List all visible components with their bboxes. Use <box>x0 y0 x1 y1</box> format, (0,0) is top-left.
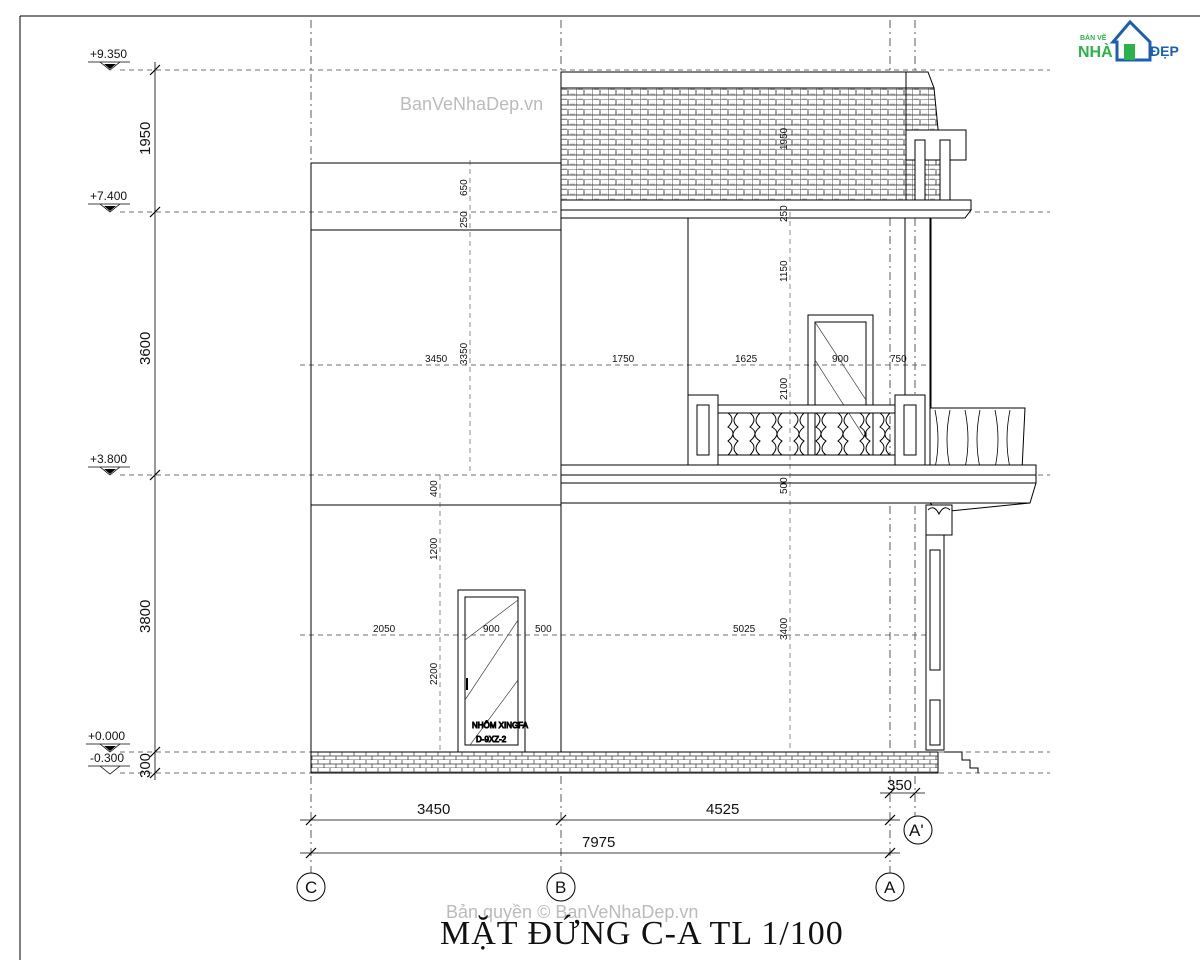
vertical-dimension-chain: 1950 3600 3800 300 <box>137 62 161 780</box>
svg-text:BẢN VẼ: BẢN VẼ <box>1080 33 1107 42</box>
dim-7975-total: 7975 <box>582 834 615 851</box>
dim-3450: 3450 <box>417 801 450 818</box>
vdim-1200: 1200 <box>429 537 440 560</box>
dim-1625: 1625 <box>735 354 758 365</box>
vdim-3350: 3350 <box>459 342 470 365</box>
level-marker-7400: +7.400 <box>88 189 130 213</box>
svg-text:ĐẸP: ĐẸP <box>1150 43 1179 59</box>
vdim-2100: 2100 <box>779 377 790 400</box>
svg-text:+9.350: +9.350 <box>90 47 127 61</box>
axis-bubble-a: A <box>875 872 905 902</box>
svg-text:NHÀ: NHÀ <box>1078 42 1113 61</box>
door-label-line2: D-9XZ-2 <box>476 735 507 744</box>
door-label-line1: NHÔM XINGFA <box>472 721 529 730</box>
level-markers: +9.350 +7.400 +3.800 +0.000 -0.300 <box>86 47 130 775</box>
drawing-title: MẶT ĐỨNG C-A TL 1/100 <box>440 914 844 952</box>
vdim-500-inner: 500 <box>779 477 790 494</box>
svg-text:C: C <box>305 878 317 897</box>
level-marker-0000: +0.000 <box>86 729 130 753</box>
dim-5025: 5025 <box>733 624 756 635</box>
vdim-3600: 3600 <box>137 332 154 365</box>
axis-bubbles: C B A A' <box>296 815 933 902</box>
vdim-2200: 2200 <box>429 662 440 685</box>
vdim-1150: 1150 <box>779 260 790 282</box>
dim-900-upper: 900 <box>832 354 849 365</box>
level-marker-3800: +3.800 <box>88 452 130 476</box>
axis-bubble-b: B <box>546 872 576 902</box>
dim-900-lower: 900 <box>483 624 500 635</box>
axis-bubble-a-prime: A' <box>903 815 933 845</box>
axis-bubble-c: C <box>296 872 326 902</box>
svg-text:+0.000: +0.000 <box>88 729 125 743</box>
baluster-row <box>726 412 892 456</box>
house-icon <box>1109 19 1152 62</box>
dim-3450-upper: 3450 <box>425 354 448 365</box>
vdim-1950: 1950 <box>137 122 154 155</box>
vdim-3800: 3800 <box>137 600 154 633</box>
watermark-bottom: Bản quyền © BanVeNhaDep.vn <box>446 902 698 922</box>
svg-text:A: A <box>884 878 896 897</box>
ground-floor-door: NHÔM XINGFA D-9XZ-2 <box>457 589 529 753</box>
svg-text:A': A' <box>909 821 924 840</box>
vdim-400: 400 <box>429 480 440 497</box>
inner-dimensions: 3450 1750 1625 900 750 2050 900 500 5025… <box>373 127 907 752</box>
dim-4525: 4525 <box>706 801 739 818</box>
vdim-300: 300 <box>137 753 154 778</box>
watermark-top: BanVeNhaDep.vn <box>400 94 543 114</box>
dim-500: 500 <box>535 624 552 635</box>
roof <box>560 71 972 219</box>
dim-750: 750 <box>890 354 907 365</box>
level-marker-minus0300: -0.300 <box>88 751 130 775</box>
door-icon <box>1124 44 1135 60</box>
balcony <box>687 394 1026 471</box>
vdim-3400: 3400 <box>779 617 790 640</box>
svg-text:+7.400: +7.400 <box>90 189 127 203</box>
vdim-1950-inner: 1950 <box>779 127 790 150</box>
svg-text:-0.300: -0.300 <box>90 751 124 765</box>
vdim-250-inner: 250 <box>779 205 790 222</box>
level-marker-9350: +9.350 <box>88 47 130 71</box>
upper-floor-wall <box>560 217 932 469</box>
dim-1750: 1750 <box>612 354 635 365</box>
vdim-650: 650 <box>459 179 470 196</box>
floor-cornice <box>560 464 1037 513</box>
bottom-dimensions: 3450 4525 350 7975 <box>300 777 925 859</box>
svg-text:B: B <box>555 878 566 897</box>
corner-column <box>925 504 979 773</box>
vdim-250: 250 <box>459 211 470 228</box>
sheet-frame <box>19 15 1200 960</box>
dim-350: 350 <box>887 777 912 794</box>
brick-plinth <box>310 751 939 774</box>
dim-2050: 2050 <box>373 624 396 635</box>
brand-logo: BẢN VẼ NHÀ ĐẸP <box>1078 19 1179 62</box>
svg-text:+3.800: +3.800 <box>90 452 127 466</box>
